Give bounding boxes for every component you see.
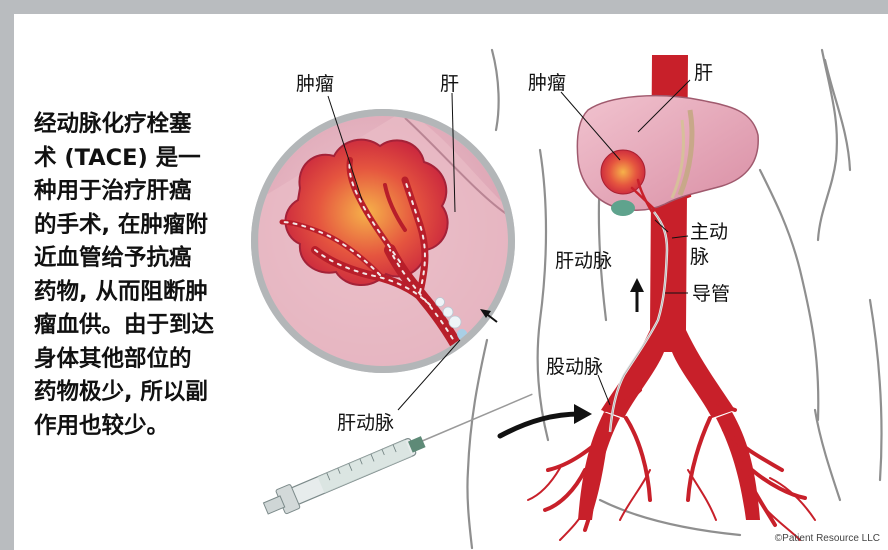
zoom-circle (251, 109, 530, 380)
body-tumor-label: 肿瘤 (528, 72, 566, 94)
up-arrow-icon (630, 278, 644, 312)
body-hepatic-artery-label: 肝动脉 (555, 250, 612, 272)
aorta-label-line1: 主动 (690, 221, 728, 243)
zoom-tumor-label: 肿瘤 (296, 73, 334, 95)
femoral-artery-label: 股动脉 (546, 356, 603, 378)
body-liver (577, 96, 758, 222)
zoom-hepatic-artery-label: 肝动脉 (337, 412, 394, 434)
aorta-label-line2: 脉 (690, 246, 709, 268)
zoom-liver-label: 肝 (440, 73, 459, 95)
body-liver-label: 肝 (694, 62, 713, 84)
copyright-text: ©Patient Resource LLC (775, 533, 880, 544)
catheter-label: 导管 (692, 283, 730, 305)
syringe-icon (261, 383, 538, 520)
